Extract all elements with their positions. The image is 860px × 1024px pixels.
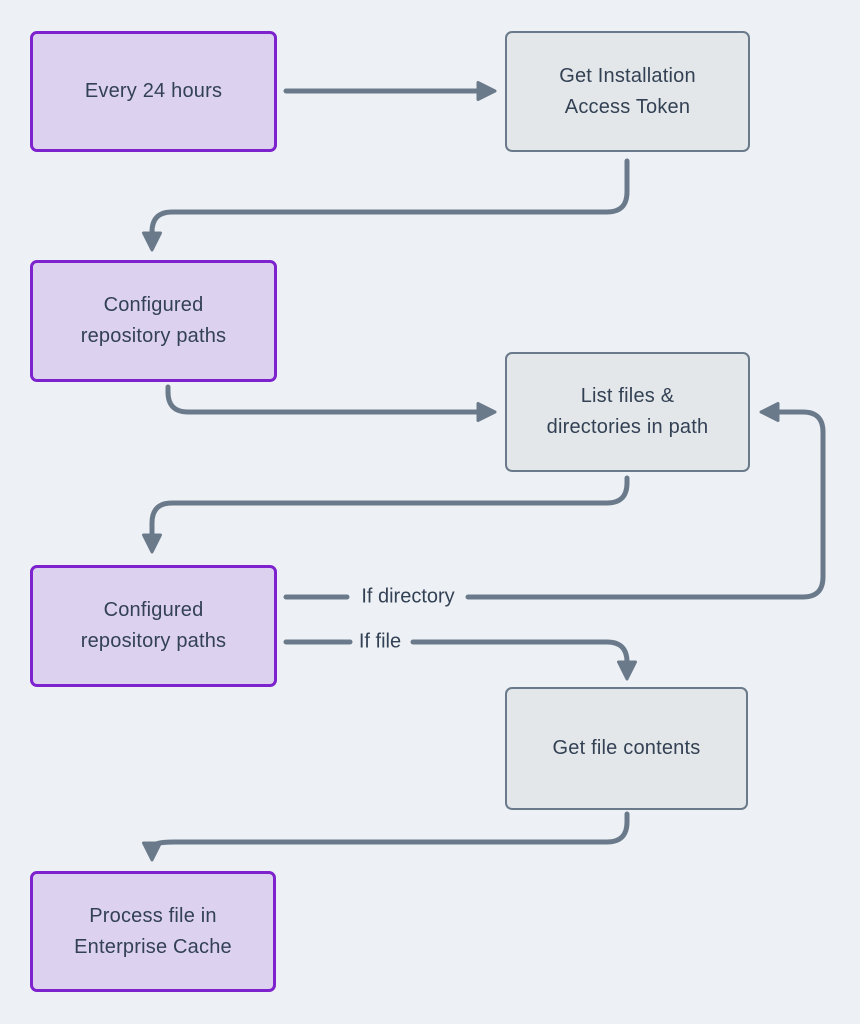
node-every-24-hours: Every 24 hours: [30, 31, 277, 152]
node-label: Configured: [103, 599, 204, 621]
node-label: Every 24 hours: [84, 80, 223, 102]
edge-token-to-paths1-line: [149, 158, 630, 237]
edge-paths1-to-list-arrowhead: [476, 402, 497, 422]
edge-ifdirectory-arrowhead: [759, 402, 780, 422]
edge-list-to-paths2-arrowhead: [142, 533, 162, 554]
node-list-files-directories-in-path: List files & directories in path: [505, 352, 750, 472]
node-label: repository paths: [80, 630, 227, 652]
node-label: directories in path: [546, 416, 709, 438]
node-configured-repository-paths-1: Configured repository paths: [30, 260, 277, 382]
node-label: Process file in: [89, 904, 217, 927]
node-label: Access Token: [564, 95, 691, 118]
node-label: Get Installation: [559, 64, 696, 87]
edge-label-if-directory: If directory: [361, 585, 455, 608]
node-label: Enterprise Cache: [74, 935, 232, 958]
edge-iffile-line: [410, 639, 630, 666]
edge-iffile-arrowhead: [617, 660, 637, 681]
edge-paths1-to-list-line: [165, 384, 483, 415]
edge-every24-to-token-arrowhead: [476, 81, 497, 101]
edge-list-to-paths2-line: [149, 475, 630, 539]
edge-token-to-paths1-arrowhead: [142, 231, 162, 252]
node-label: repository paths: [80, 325, 227, 347]
edge-label-if-file: If file: [358, 630, 402, 653]
node-label: List files &: [580, 385, 675, 407]
node-get-file-contents: Get file contents: [505, 687, 748, 810]
node-label: Configured: [103, 294, 204, 316]
edge-getfile-to-process-line: [149, 811, 630, 851]
node-get-installation-access-token: Get Installation Access Token: [505, 31, 750, 152]
node-configured-repository-paths-2: Configured repository paths: [30, 565, 277, 687]
edge-ifdirectory-loop-line: [465, 409, 826, 600]
edge-getfile-to-process-arrowhead: [142, 841, 162, 862]
node-label: Get file contents: [552, 737, 701, 759]
node-process-file-in-enterprise-cache: Process file in Enterprise Cache: [30, 871, 276, 992]
